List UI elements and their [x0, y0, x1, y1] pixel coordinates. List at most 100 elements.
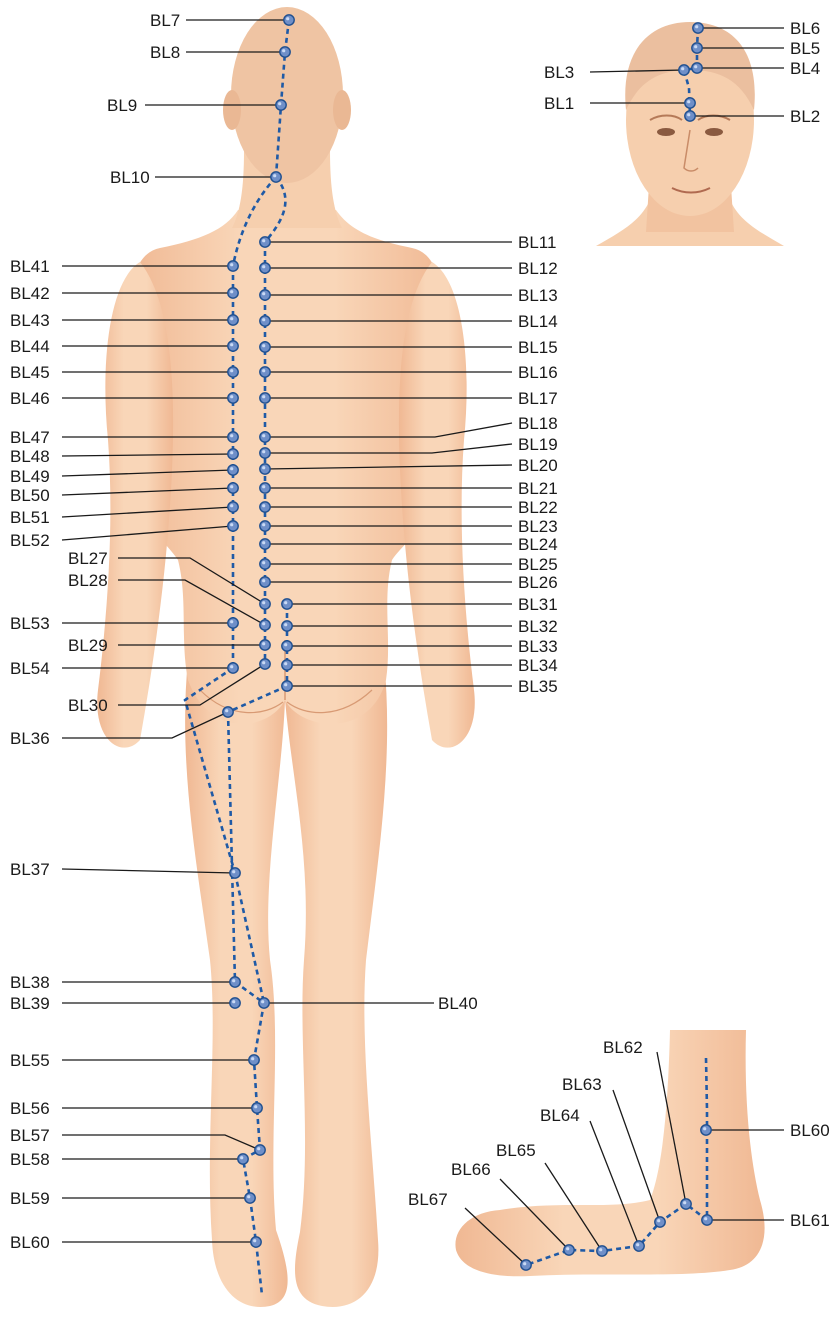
acupoint-bl55-48 — [249, 1055, 259, 1065]
label-bl9-2: BL9 — [107, 96, 137, 115]
label-bl29-22: BL29 — [68, 636, 108, 655]
label-bl15-8: BL15 — [518, 338, 558, 357]
acupoint-highlight-bl43-36 — [230, 317, 233, 320]
label-bl27-20: BL27 — [68, 549, 108, 568]
label-bl49-42: BL49 — [10, 467, 50, 486]
acupoint-bl29-22 — [260, 640, 270, 650]
acupoint-highlight-bl20-13 — [262, 466, 265, 469]
acupoint-highlight-bl7-0 — [286, 17, 289, 20]
label-bl66-66: BL66 — [451, 1160, 491, 1179]
acupoint-highlight-bl21-14 — [262, 485, 265, 488]
label-bl60-53: BL60 — [10, 1233, 50, 1252]
acupoint-bl53-46 — [228, 618, 238, 628]
acupoint-highlight-bl57-50 — [257, 1147, 260, 1150]
acupoint-highlight-bl15-8 — [262, 344, 265, 347]
acupoint-bl49-42 — [228, 465, 238, 475]
acupoint-bl17-10 — [260, 393, 270, 403]
label-bl57-50: BL57 — [10, 1126, 50, 1145]
acupoint-bl2-55 — [685, 111, 695, 121]
acupoint-bl61-61 — [702, 1215, 712, 1225]
acupoint-highlight-bl28-21 — [262, 622, 265, 625]
acupoint-highlight-bl9-2 — [278, 102, 281, 105]
acupoint-bl60-60 — [701, 1125, 711, 1135]
acupoint-bl4-57 — [692, 63, 702, 73]
acupoint-highlight-bl18-11 — [262, 434, 265, 437]
label-bl47-40: BL47 — [10, 428, 50, 447]
acupoint-highlight-bl48-41 — [230, 451, 233, 454]
acupoint-highlight-bl61-61 — [704, 1217, 707, 1220]
acupoint-bl20-13 — [260, 464, 270, 474]
acupoint-bl52-45 — [228, 521, 238, 531]
acupoint-highlight-bl65-65 — [599, 1248, 602, 1251]
acupoint-bl64-64 — [634, 1241, 644, 1251]
acupoint-highlight-bl24-17 — [262, 541, 265, 544]
label-bl35-28: BL35 — [518, 677, 558, 696]
label-bl6-59: BL6 — [790, 19, 820, 38]
label-bl21-14: BL21 — [518, 479, 558, 498]
label-bl14-7: BL14 — [518, 312, 558, 331]
acupoint-bl42-35 — [228, 288, 238, 298]
face-eye-left — [657, 128, 675, 136]
acupoint-bl1-54 — [685, 98, 695, 108]
left-arm — [97, 262, 173, 748]
acupoint-bl27-20 — [260, 599, 270, 609]
label-bl67-67: BL67 — [408, 1190, 448, 1209]
acupoint-bl3-56 — [679, 65, 689, 75]
acupoint-highlight-bl36-29 — [225, 709, 228, 712]
acupoint-highlight-bl6-59 — [695, 25, 698, 28]
label-bl39-32: BL39 — [10, 994, 50, 1013]
label-bl61-61: BL61 — [790, 1211, 830, 1230]
acupoint-bl58-51 — [238, 1154, 248, 1164]
label-bl64-64: BL64 — [540, 1106, 580, 1125]
acupoint-highlight-bl11-4 — [262, 239, 265, 242]
label-bl44-37: BL44 — [10, 337, 50, 356]
acupoint-bl41-34 — [228, 261, 238, 271]
acupoint-highlight-bl54-47 — [230, 665, 233, 668]
acupoint-bl10-3 — [271, 172, 281, 182]
acupoint-highlight-bl31-24 — [284, 601, 287, 604]
acupoint-highlight-bl49-42 — [230, 467, 233, 470]
acupoint-bl21-14 — [260, 483, 270, 493]
label-bl53-46: BL53 — [10, 614, 50, 633]
label-bl32-25: BL32 — [518, 617, 558, 636]
label-bl5-58: BL5 — [790, 39, 820, 58]
acupoint-bl28-21 — [260, 620, 270, 630]
acupoint-highlight-bl52-45 — [230, 523, 233, 526]
acupoint-bl50-43 — [228, 483, 238, 493]
acupoint-bl65-65 — [597, 1246, 607, 1256]
acupoint-bl57-50 — [255, 1145, 265, 1155]
ear-left — [223, 90, 241, 130]
acupoint-bl19-12 — [260, 448, 270, 458]
acupoint-bl44-37 — [228, 341, 238, 351]
acupoint-bl7-0 — [284, 15, 294, 25]
acupoint-bl23-16 — [260, 521, 270, 531]
label-bl7-0: BL7 — [150, 11, 180, 30]
acupoint-highlight-bl59-52 — [247, 1195, 250, 1198]
acupoint-highlight-bl58-51 — [240, 1156, 243, 1159]
acupoint-highlight-bl60-60 — [703, 1127, 706, 1130]
label-bl50-43: BL50 — [10, 486, 50, 505]
label-bl11-4: BL11 — [518, 233, 556, 252]
label-bl40-33: BL40 — [438, 994, 478, 1013]
label-bl18-11: BL18 — [518, 414, 558, 433]
acupoint-highlight-bl29-22 — [262, 642, 265, 645]
acupoint-highlight-bl60-53 — [253, 1239, 256, 1242]
leader-line-bl63-63 — [613, 1090, 660, 1222]
label-bl38-31: BL38 — [10, 973, 50, 992]
label-bl41-34: BL41 — [10, 257, 50, 276]
label-bl4-57: BL4 — [790, 59, 820, 78]
acupoint-bl25-18 — [260, 559, 270, 569]
acupoint-bl8-1 — [280, 47, 290, 57]
label-bl56-49: BL56 — [10, 1099, 50, 1118]
acupoint-highlight-bl27-20 — [262, 601, 265, 604]
label-bl58-51: BL58 — [10, 1150, 50, 1169]
label-bl48-41: BL48 — [10, 447, 50, 466]
label-bl2-55: BL2 — [790, 107, 820, 126]
label-bl22-15: BL22 — [518, 498, 558, 517]
right-arm — [399, 262, 475, 748]
label-bl62-62: BL62 — [603, 1038, 643, 1057]
acupoint-highlight-bl8-1 — [282, 49, 285, 52]
label-bl3-56: BL3 — [544, 63, 574, 82]
acupoint-highlight-bl51-44 — [230, 504, 233, 507]
label-bl46-39: BL46 — [10, 389, 50, 408]
